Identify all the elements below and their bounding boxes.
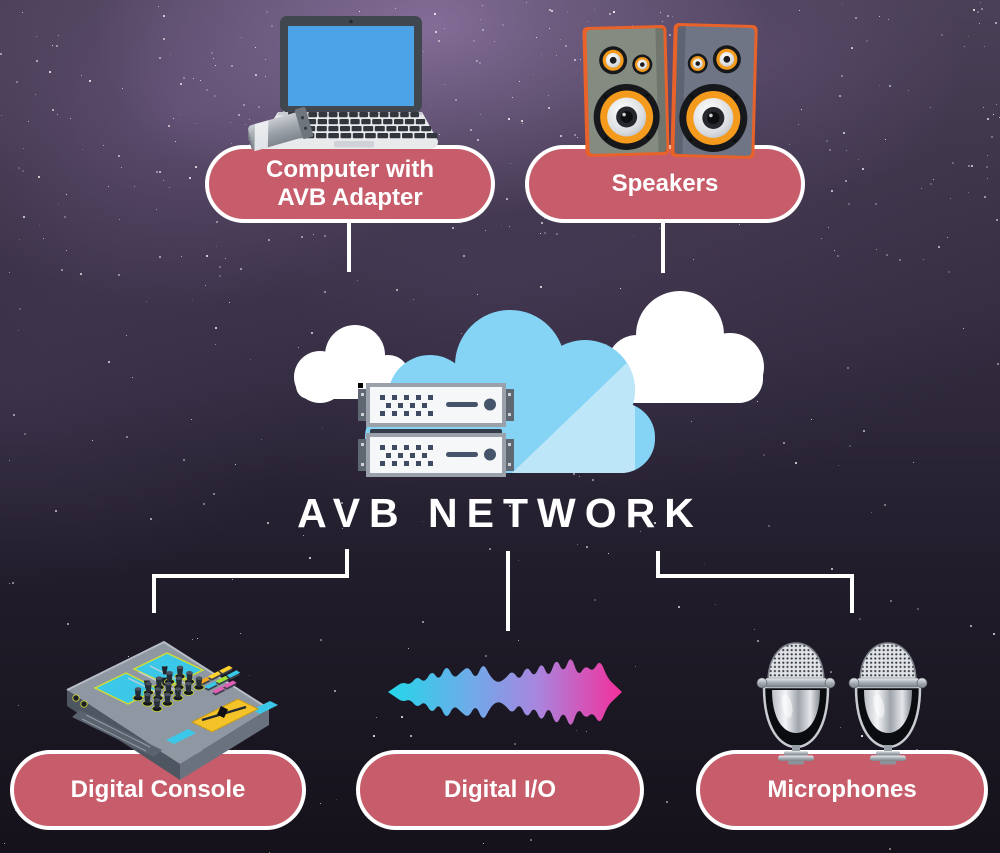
server-unit-2 [358, 433, 514, 477]
connector-network-to-microphones [658, 551, 852, 613]
node-label-digital-io: Digital I/O [356, 750, 644, 830]
microphone-left-icon [757, 643, 835, 765]
speaker-right-icon [670, 23, 757, 159]
retro-microphones-icon [756, 606, 928, 768]
speaker-left-icon [582, 25, 669, 157]
microphone-right-icon [849, 643, 927, 765]
microphones-label: Microphones [767, 776, 916, 804]
server-unit-1 [358, 383, 514, 427]
laptop-with-avb-adapter-icon [248, 12, 448, 157]
computer-label-line2: AVB Adapter [277, 184, 422, 212]
audio-waveform-icon [388, 642, 622, 742]
speakers-label: Speakers [612, 170, 719, 198]
computer-label-line1: Computer with [266, 156, 434, 184]
mixing-console-icon [46, 616, 296, 784]
cloud-with-servers-icon [280, 285, 770, 485]
server-rack-icon [358, 383, 514, 477]
waveform-shape [388, 659, 622, 724]
network-title: AVB NETWORK [0, 490, 1000, 537]
connector-network-to-console [154, 549, 347, 613]
stereo-speakers-icon [580, 22, 760, 162]
digital-io-label: Digital I/O [444, 776, 556, 804]
